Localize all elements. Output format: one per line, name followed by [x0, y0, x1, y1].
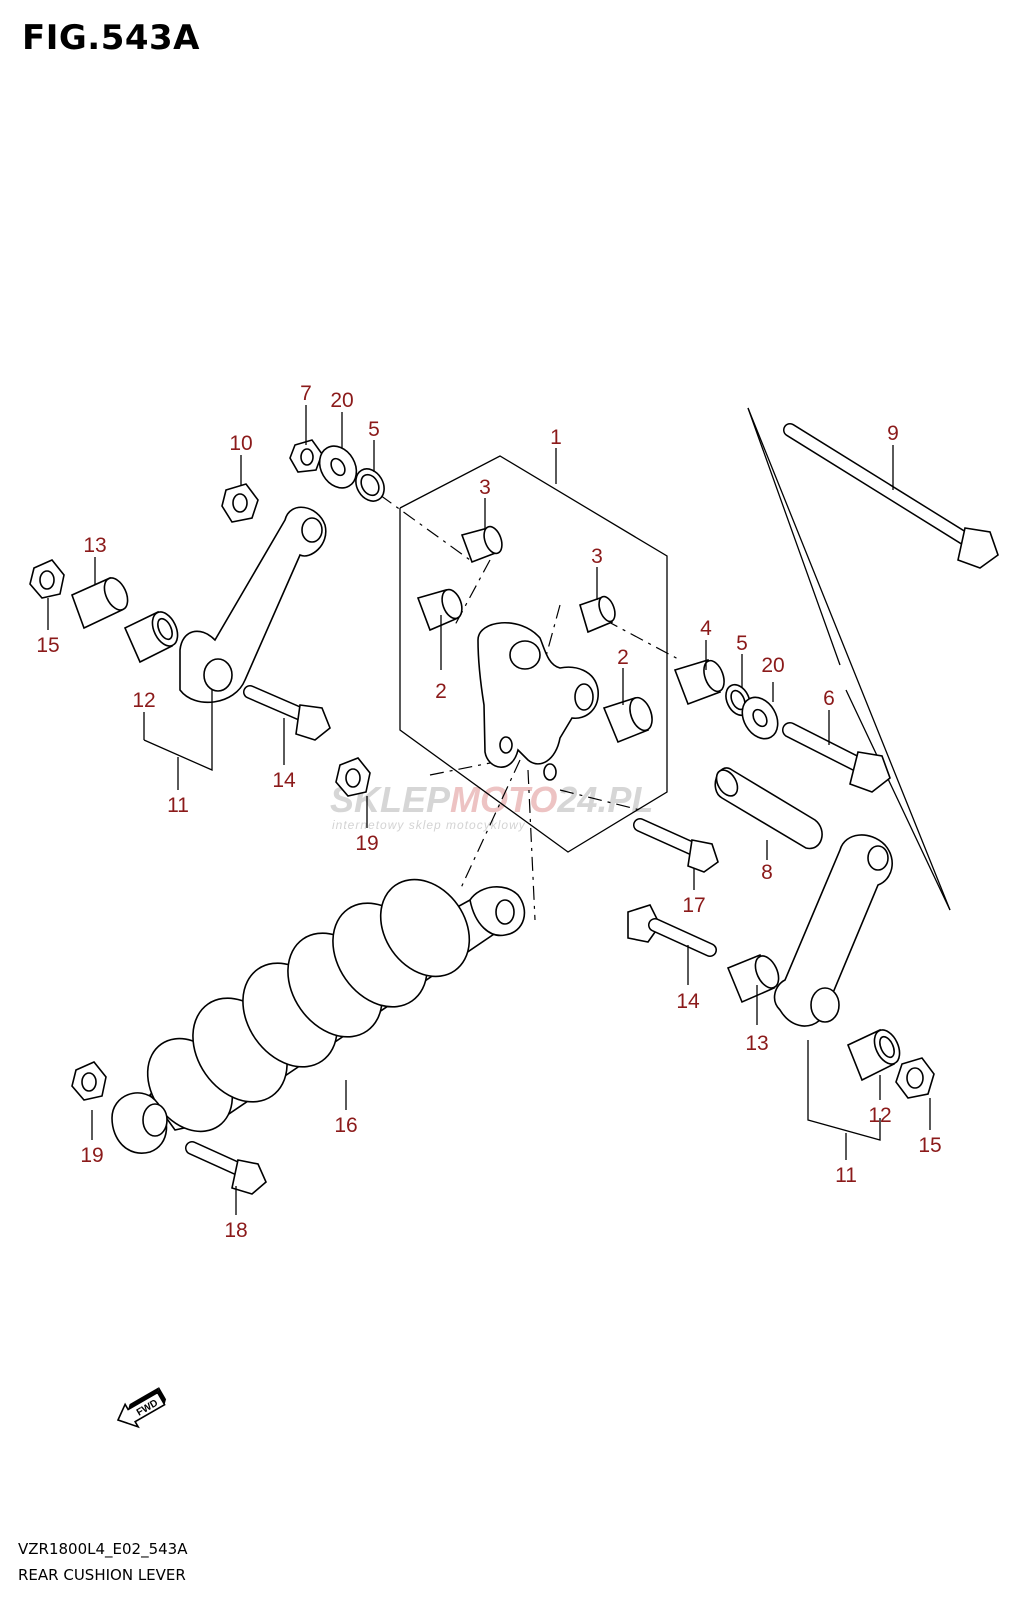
- bolt-long-part: [783, 423, 999, 569]
- callout-19: 19: [355, 832, 378, 855]
- nut-part: [335, 757, 371, 797]
- bolt-part: [627, 904, 717, 957]
- watermark: SKLEPMOTO24.PL internetowy sklep motocyk…: [330, 779, 653, 832]
- cushion-lever-body: [477, 622, 599, 781]
- callout-labels: 1 2 2 3 3 4 5 5 6 7 8 9 10 11 11 12 12 1…: [36, 382, 941, 1242]
- callout-2: 2: [617, 646, 629, 669]
- washer-part: [318, 445, 358, 489]
- callout-19: 19: [80, 1144, 103, 1167]
- callout-13: 13: [745, 1032, 768, 1055]
- bearing-part: [602, 696, 653, 744]
- fwd-arrow-icon: FWD: [116, 1387, 167, 1429]
- callout-7: 7: [300, 382, 312, 405]
- callout-20: 20: [761, 654, 784, 677]
- bolt-9-frame: [747, 407, 951, 911]
- spacer-part: [714, 767, 823, 850]
- cushion-rod-right: [773, 834, 893, 1027]
- cushion-rod-left: [179, 506, 327, 704]
- model-code: VZR1800L4_E02_543A: [18, 1540, 188, 1558]
- callout-3: 3: [479, 476, 491, 499]
- callout-5: 5: [736, 632, 748, 655]
- callout-4: 4: [700, 617, 712, 640]
- bolt-part: [782, 722, 891, 793]
- bearing-part: [579, 595, 616, 634]
- callout-5: 5: [368, 418, 380, 441]
- bushing-part: [726, 953, 780, 1004]
- callout-12: 12: [868, 1104, 891, 1127]
- bolt-part: [633, 818, 719, 873]
- callout-11: 11: [167, 794, 189, 817]
- bearing-part: [416, 588, 463, 632]
- bearing-part: [123, 610, 179, 664]
- callout-13: 13: [83, 534, 106, 557]
- callout-8: 8: [761, 861, 773, 884]
- callout-3: 3: [591, 545, 603, 568]
- washer-part: [741, 696, 779, 740]
- callout-11: 11: [835, 1164, 857, 1187]
- svg-text:SKLEPMOTO24.PL: SKLEPMOTO24.PL: [330, 779, 653, 820]
- lever-assembly-frame: [399, 455, 668, 853]
- callout-10: 10: [229, 432, 252, 455]
- nut-part: [29, 559, 65, 599]
- callout-17: 17: [682, 894, 705, 917]
- nut-part: [895, 1057, 935, 1099]
- callout-15: 15: [918, 1134, 941, 1157]
- callout-16: 16: [334, 1114, 357, 1137]
- watermark-brand-right: 24.PL: [556, 779, 653, 820]
- figure-title: FIG.543A: [22, 18, 200, 58]
- bearing-part: [846, 1028, 901, 1082]
- watermark-tagline: internetowy sklep motocyklowy: [332, 818, 526, 832]
- callout-2: 2: [435, 680, 447, 703]
- bushing-part: [70, 576, 129, 630]
- callout-9: 9: [887, 422, 899, 445]
- bearing-part: [460, 525, 503, 564]
- callout-14: 14: [676, 990, 700, 1013]
- callout-20: 20: [330, 389, 353, 412]
- nut-part: [71, 1061, 107, 1101]
- callout-18: 18: [224, 1219, 247, 1242]
- nut-part: [289, 439, 323, 473]
- bolt-part: [243, 685, 331, 741]
- callout-12: 12: [132, 689, 155, 712]
- figure-name: REAR CUSHION LEVER: [18, 1566, 186, 1584]
- bushing-part: [673, 659, 725, 706]
- seal-part: [355, 468, 385, 502]
- watermark-brand-mid: MOTO: [450, 779, 557, 820]
- nut-part: [221, 483, 259, 523]
- bolt-part: [185, 1141, 267, 1195]
- callout-15: 15: [36, 634, 59, 657]
- leader-lines: [47, 405, 931, 1215]
- callout-1: 1: [550, 426, 562, 449]
- callout-14: 14: [272, 769, 296, 792]
- shock-absorber-part: [111, 878, 526, 1154]
- callout-6: 6: [823, 687, 835, 710]
